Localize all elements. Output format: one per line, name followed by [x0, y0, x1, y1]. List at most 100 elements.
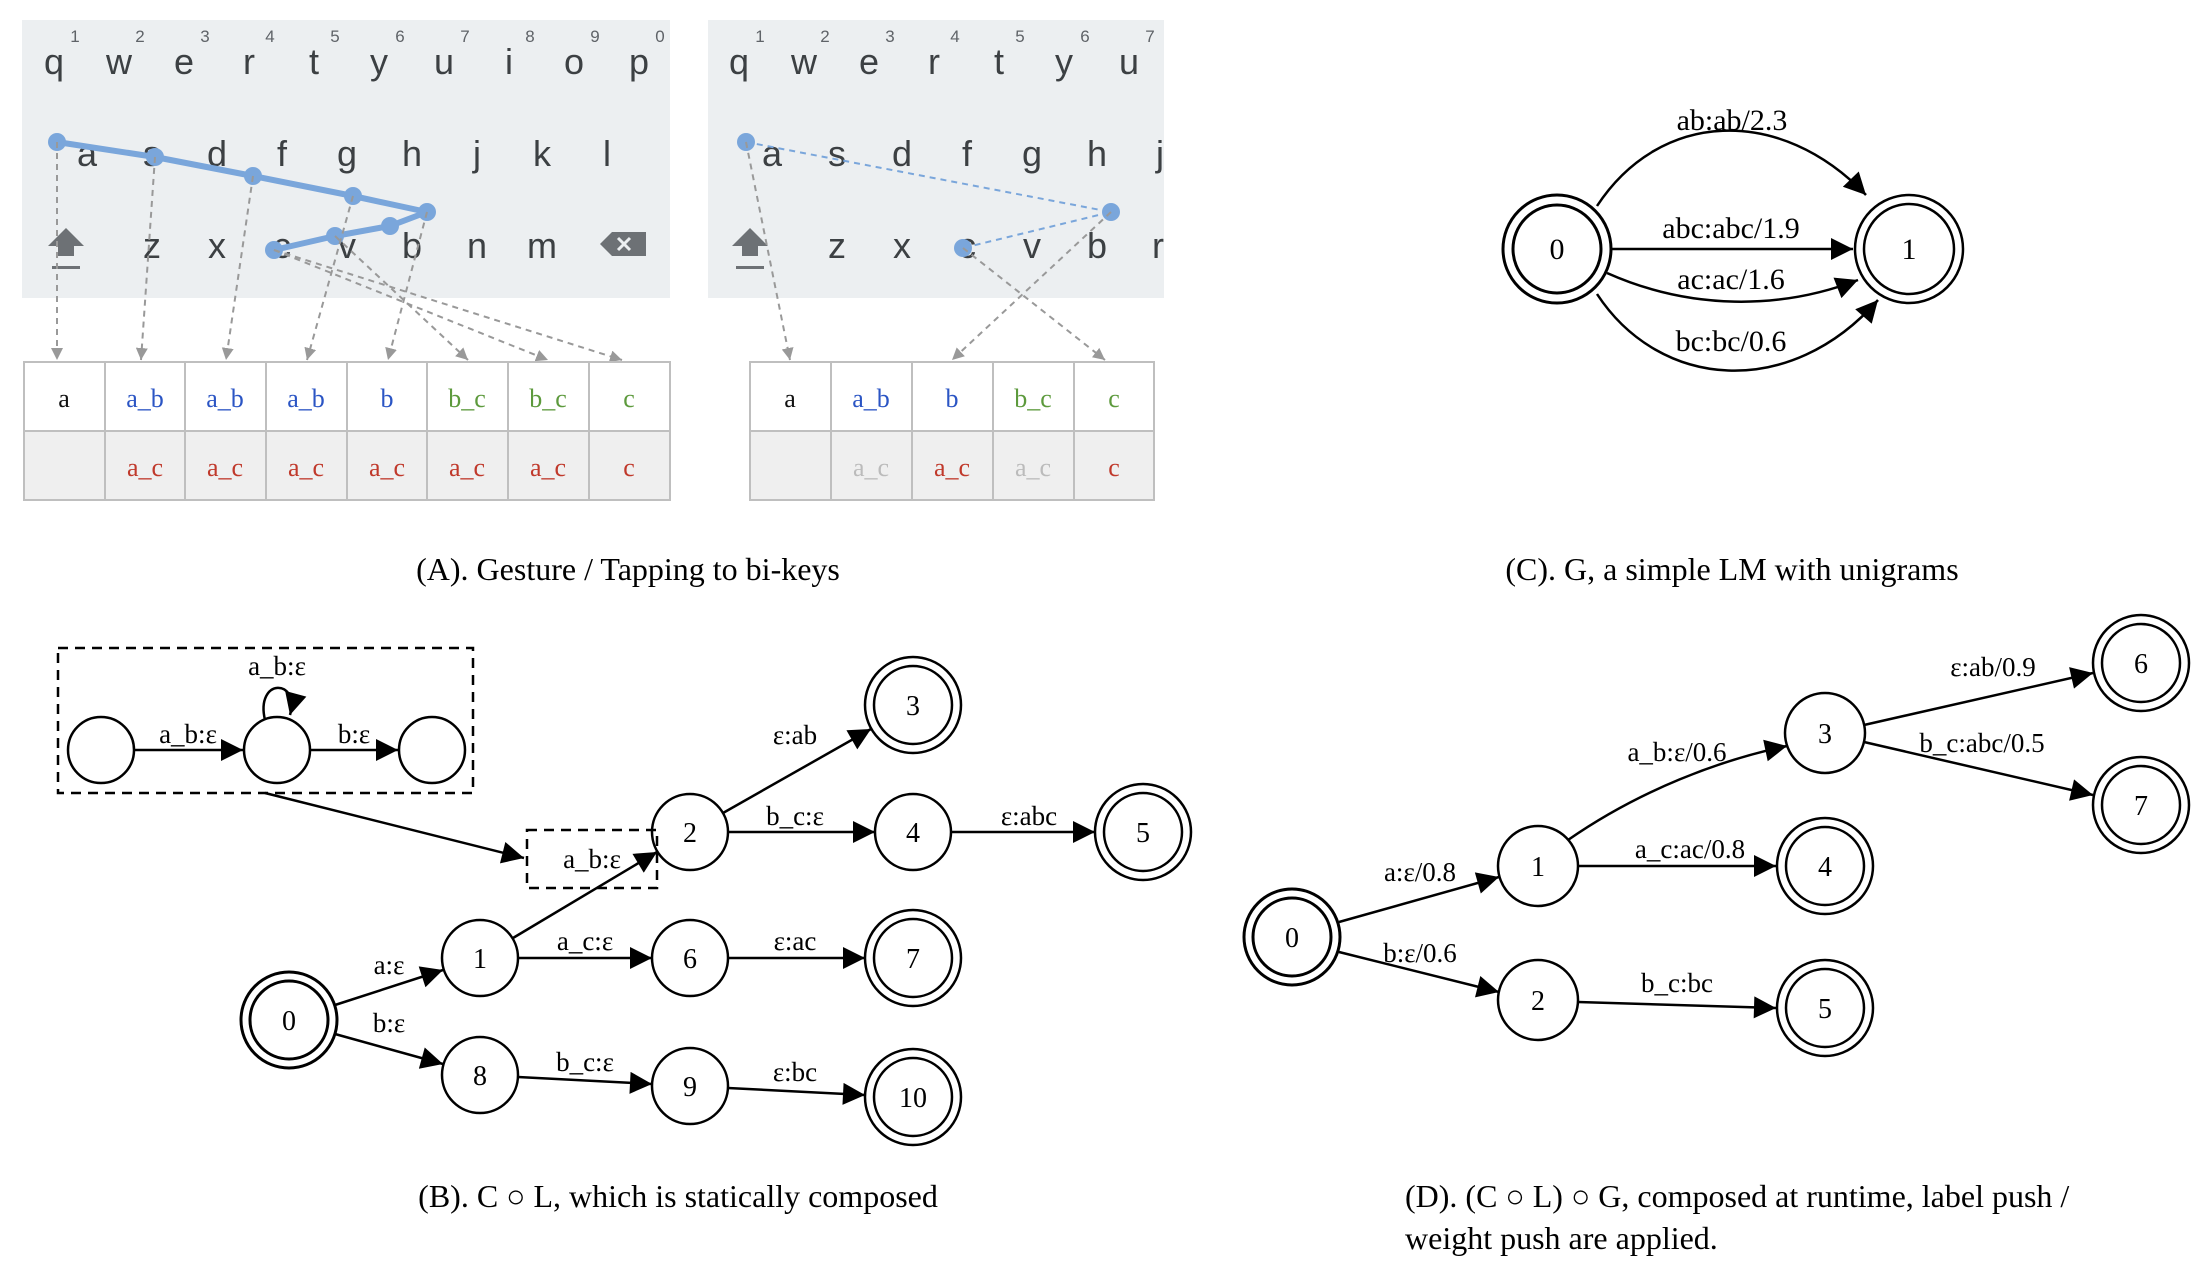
- node-label: 2: [1531, 986, 1545, 1017]
- table-cell: b_c: [448, 384, 486, 413]
- edge-label: a_b:ε/0.6: [1627, 737, 1726, 767]
- key[interactable]: x: [208, 225, 226, 266]
- node-4-inner: [1784, 825, 1866, 907]
- key[interactable]: y: [370, 41, 388, 82]
- key[interactable]: w: [105, 41, 133, 82]
- key[interactable]: f: [277, 133, 288, 174]
- key[interactable]: e: [174, 41, 194, 82]
- key[interactable]: p: [629, 41, 649, 82]
- node-9: [650, 1046, 730, 1126]
- key[interactable]: g: [337, 133, 357, 174]
- key[interactable]: o: [564, 41, 584, 82]
- shift-icon[interactable]: [732, 228, 768, 269]
- key[interactable]: j: [472, 133, 481, 174]
- node-3-inner: [872, 664, 954, 746]
- key[interactable]: l: [603, 133, 611, 174]
- node-0: [1501, 193, 1613, 305]
- key-digit: 9: [590, 27, 599, 46]
- inner-node: [397, 715, 467, 785]
- key[interactable]: x: [893, 225, 911, 266]
- table-cell: c: [623, 384, 635, 413]
- box-label: a_b:ε: [563, 844, 621, 874]
- edge-label: ac:ac/1.6: [1677, 263, 1784, 296]
- key[interactable]: r: [1152, 225, 1164, 266]
- node-5-inner: [1102, 791, 1184, 873]
- key[interactable]: q: [44, 41, 64, 82]
- edge-label: bc:bc/0.6: [1676, 325, 1787, 358]
- node-6-inner: [2100, 622, 2182, 704]
- key[interactable]: s: [828, 133, 846, 174]
- key[interactable]: u: [434, 41, 454, 82]
- key-digit: 1: [755, 27, 764, 46]
- backspace-icon[interactable]: [600, 232, 646, 256]
- key[interactable]: i: [505, 41, 513, 82]
- table-cell: b: [381, 384, 394, 413]
- key[interactable]: q: [729, 41, 749, 82]
- key[interactable]: d: [207, 133, 227, 174]
- key-digit: 3: [200, 27, 209, 46]
- key[interactable]: a: [77, 133, 98, 174]
- node-0-inner: [1511, 203, 1603, 295]
- node-label: 1: [473, 944, 487, 975]
- node-4: [1775, 816, 1875, 916]
- node-label: 9: [683, 1072, 697, 1103]
- key[interactable]: d: [892, 133, 912, 174]
- key[interactable]: r: [928, 41, 940, 82]
- panel-d: 0 1 2 3 4 5 6 7 a:ε/0.8 b:ε/0.6 a_b:ε/0.…: [1242, 613, 2191, 1256]
- table-cell: a_c: [369, 453, 405, 482]
- key[interactable]: h: [1087, 133, 1107, 174]
- table-cell: c: [623, 453, 635, 482]
- inner-edge-label: a_b:ε: [248, 651, 306, 681]
- node-5-inner: [1784, 967, 1866, 1049]
- key[interactable]: z: [828, 225, 846, 266]
- key[interactable]: k: [533, 133, 552, 174]
- key[interactable]: n: [467, 225, 487, 266]
- gesture-trace: [54, 139, 430, 253]
- key[interactable]: b: [402, 225, 422, 266]
- key[interactable]: y: [1055, 41, 1073, 82]
- inner-self-loop: [262, 686, 307, 721]
- key[interactable]: g: [1022, 133, 1042, 174]
- node-label: 10: [899, 1083, 927, 1114]
- key[interactable]: b: [1087, 225, 1107, 266]
- node-label: 2: [683, 818, 697, 849]
- edge-label: ab:ab/2.3: [1677, 104, 1788, 137]
- node-3: [863, 655, 963, 755]
- key[interactable]: f: [962, 133, 973, 174]
- edge-label: b_c:ε: [556, 1047, 614, 1077]
- key[interactable]: a: [762, 133, 783, 174]
- edge-label: b_c:ε: [766, 801, 824, 831]
- table-cell: b_c: [529, 384, 567, 413]
- key[interactable]: w: [790, 41, 818, 82]
- caption-b: (B). C ○ L, which is statically composed: [418, 1178, 938, 1214]
- node-2: [1496, 958, 1580, 1042]
- mapping-arrow: [334, 235, 469, 361]
- mapping-arrow: [385, 211, 428, 361]
- edge-ac: [1606, 271, 1859, 303]
- bikey-table-2: a a_b b b_c c a_c a_c a_c c: [749, 361, 1155, 501]
- shift-icon[interactable]: [48, 228, 84, 269]
- key[interactable]: e: [859, 41, 879, 82]
- trace-point: [381, 217, 399, 235]
- key[interactable]: z: [143, 225, 161, 266]
- key-digit: 6: [395, 27, 404, 46]
- key-digit: 7: [460, 27, 469, 46]
- table-cell: a_c: [449, 453, 485, 482]
- key[interactable]: t: [994, 41, 1004, 82]
- mapping-arrow: [273, 249, 549, 362]
- table-cell: c: [1108, 453, 1120, 482]
- key[interactable]: v: [1023, 225, 1041, 266]
- key[interactable]: r: [243, 41, 255, 82]
- node-1: [1853, 193, 1965, 305]
- keyboard-1-background: [22, 20, 670, 298]
- key[interactable]: j: [1155, 133, 1164, 174]
- key[interactable]: h: [402, 133, 422, 174]
- edge-label: b_c:abc/0.5: [1919, 728, 2044, 758]
- key[interactable]: m: [527, 225, 557, 266]
- edge-label: b_c:bc: [1641, 968, 1713, 998]
- edge-0-8: [334, 1032, 444, 1069]
- tap-path: [745, 141, 1112, 249]
- key[interactable]: t: [309, 41, 319, 82]
- key[interactable]: u: [1119, 41, 1139, 82]
